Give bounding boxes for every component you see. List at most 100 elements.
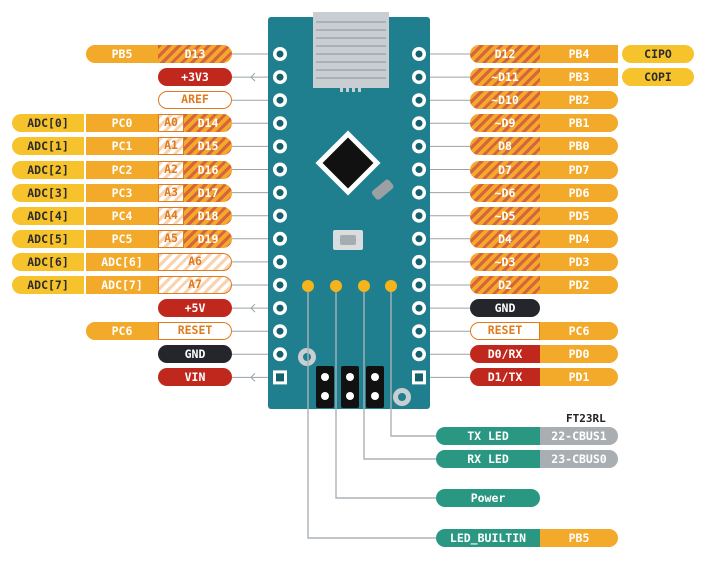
label-digital-pin-text: D4	[498, 231, 512, 246]
label-port: ADC[6]	[86, 252, 158, 271]
label-led: Power	[436, 489, 540, 507]
led-leader-line	[390, 292, 436, 437]
label-port: PB2	[540, 91, 618, 110]
pin-hole-inner	[276, 166, 284, 173]
mount-hole-inner	[398, 393, 406, 401]
label-port: PD0	[540, 345, 618, 364]
label-port-text: PB5	[111, 47, 133, 61]
label-port-text: PB2	[568, 93, 590, 108]
label-power-text: +3V3	[181, 70, 209, 85]
pin-hole-inner	[415, 142, 423, 150]
label-adc: ADC[0]	[12, 114, 84, 133]
pin-hole-inner	[415, 50, 423, 58]
label-power: GND	[158, 345, 232, 364]
label-digital-pin-text: D16	[197, 162, 219, 177]
icsp-header	[366, 366, 384, 408]
usb-tab	[346, 86, 349, 92]
label-digital-pin: D14	[184, 114, 232, 133]
label-analog-pin: A6	[158, 252, 232, 271]
arrow-chevron	[250, 72, 256, 82]
label-port-text: PC6	[111, 324, 133, 339]
pin-hole-inner	[415, 96, 423, 104]
pin-hole-inner	[276, 350, 284, 358]
label-port: PB0	[540, 137, 618, 156]
label-adc-text: ADC[7]	[27, 278, 69, 292]
pin-hole-inner	[276, 304, 284, 312]
label-power: +5V	[158, 299, 232, 318]
label-port-text: PD6	[568, 185, 590, 200]
icsp-pin	[346, 392, 354, 400]
label-port-text: PC0	[111, 116, 133, 131]
pin-hole-inner	[415, 235, 423, 243]
label-gnd-text: GND	[494, 301, 516, 316]
label-digital-pin-text: ~D9	[494, 116, 516, 131]
pin-hole-inner	[415, 304, 423, 312]
pin-hole-inner	[276, 189, 284, 197]
label-port: PC0	[86, 114, 158, 133]
label-adc: ADC[6]	[12, 252, 84, 271]
label-analog-pin-text: A7	[188, 277, 202, 291]
label-port: PB1	[540, 114, 618, 133]
label-digital-pin: D8	[470, 137, 540, 156]
label-digital-pin-text: D0/RX	[487, 347, 523, 362]
label-adc: ADC[4]	[12, 206, 84, 225]
label-port: ADC[7]	[86, 276, 158, 294]
label-digital-pin-text: ~D3	[494, 254, 516, 269]
label-adc: ADC[5]	[12, 229, 84, 248]
label-digital-pin: ~D6	[470, 183, 540, 202]
label-adc: ADC[7]	[12, 276, 84, 294]
label-adc-text: ADC[2]	[27, 162, 69, 177]
pin-hole-inner	[276, 119, 284, 127]
label-port: PB5	[540, 529, 618, 547]
label-power-text: +5V	[184, 301, 206, 316]
label-digital-pin-text: D17	[197, 185, 219, 200]
pin-hole-inner	[276, 50, 284, 58]
led-leader-line	[307, 292, 436, 539]
label-power: +3V3	[158, 68, 232, 87]
label-analog-pin-text: A5	[164, 230, 178, 245]
label-adc-text: ADC[0]	[27, 116, 69, 131]
label-port: PB4	[540, 45, 618, 63]
label-adc-text: ADC[1]	[27, 139, 69, 154]
onboard-led	[330, 280, 342, 292]
pin-hole-inner	[415, 350, 423, 358]
label-led-text: Power	[470, 491, 506, 505]
label-digital-pin-text: ~D11	[491, 70, 519, 85]
label-port-text: PB3	[568, 70, 590, 85]
usb-tab	[358, 86, 361, 92]
label-port-text: PD2	[568, 278, 590, 292]
pin-square-inner	[276, 373, 284, 382]
label-port-text: PC5	[111, 231, 133, 246]
label-digital-pin: D15	[184, 137, 232, 156]
label-digital-pin: RESET	[470, 322, 540, 341]
label-digital-pin: D12	[470, 45, 540, 63]
label-spi-text: COPI	[644, 70, 672, 85]
label-digital-pin: D17	[184, 183, 232, 202]
pin-hole-inner	[415, 189, 423, 197]
label-adc-text: ADC[3]	[27, 185, 69, 200]
arrow-chevron	[250, 373, 256, 382]
label-port-text: PC1	[111, 139, 133, 154]
label-port: PD3	[540, 252, 618, 271]
label-cbus-text: 22-CBUS1	[551, 429, 607, 443]
icsp-pin	[371, 392, 379, 400]
pin-hole-inner	[415, 73, 423, 81]
label-digital-pin: D16	[184, 160, 232, 179]
label-adc: ADC[1]	[12, 137, 84, 156]
label-port: PD6	[540, 183, 618, 202]
label-digital-pin-text: D7	[498, 162, 512, 177]
label-port: PB3	[540, 68, 618, 87]
label-adc: ADC[2]	[12, 160, 84, 179]
label-analog-pin: A7	[158, 276, 232, 294]
label-port: PC2	[86, 160, 158, 179]
pin-hole-inner	[276, 212, 284, 220]
label-digital-pin-text: D13	[184, 47, 206, 61]
label-port: PD4	[540, 229, 618, 248]
icsp-pin	[321, 373, 329, 381]
label-digital-pin-text: RESET	[487, 323, 523, 338]
label-port-text: PB4	[568, 47, 590, 61]
label-led: TX LED	[436, 427, 540, 445]
label-digital-pin: D0/RX	[470, 345, 540, 364]
crystal-component	[371, 179, 394, 200]
label-port: PC4	[86, 206, 158, 225]
